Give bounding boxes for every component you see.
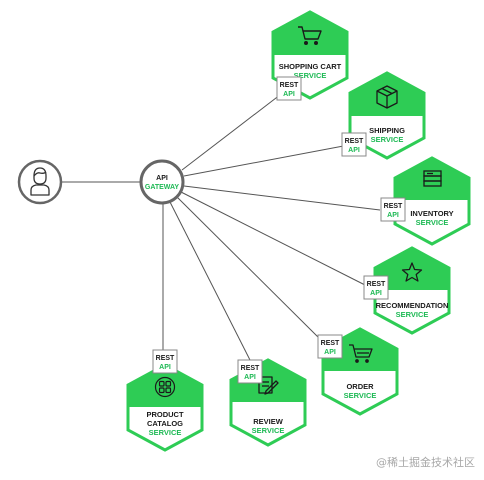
- service-name-line2: CATALOG: [147, 419, 183, 428]
- api-label: API: [244, 374, 256, 381]
- api-label: API: [283, 91, 295, 98]
- order-cart-icon: [349, 344, 373, 363]
- service-name: REVIEW: [253, 417, 284, 426]
- rest-badge-order: REST API: [317, 334, 343, 359]
- service-label: SERVICE: [344, 391, 377, 400]
- service-name: ORDER: [346, 382, 374, 391]
- line-review: [169, 201, 252, 363]
- line-shopping-cart: [181, 87, 290, 171]
- api-gateway-node: API GATEWAY: [139, 159, 185, 205]
- service-label: SERVICE: [294, 71, 327, 80]
- rest-label: REST: [241, 365, 260, 372]
- line-recommendation: [180, 191, 366, 286]
- rest-badge-inventory: REST API: [380, 197, 406, 222]
- rest-label: REST: [384, 203, 403, 210]
- service-label: SERVICE: [252, 426, 285, 435]
- api-label: API: [159, 364, 171, 371]
- line-inventory: [183, 185, 381, 211]
- line-order: [176, 196, 324, 343]
- connection-lines: [61, 87, 381, 363]
- service-label: SERVICE: [416, 218, 449, 227]
- service-shipping: SHIPPING SERVICE: [348, 71, 426, 160]
- service-label: SERVICE: [149, 428, 182, 437]
- rest-badge-review: REST API: [237, 359, 263, 384]
- cart-icon: [298, 26, 322, 46]
- api-label: API: [370, 290, 382, 297]
- api-label: API: [324, 349, 336, 356]
- watermark: @稀土掘金技术社区: [376, 455, 475, 469]
- service-shopping-cart: SHOPPING CART SERVICE: [271, 10, 349, 100]
- review-icon: [258, 376, 279, 395]
- api-label: API: [348, 147, 360, 154]
- service-order: ORDER SERVICE: [321, 327, 399, 416]
- service-name: INVENTORY: [410, 209, 453, 218]
- grid-icon: [154, 376, 176, 398]
- service-name: SHOPPING CART: [279, 62, 342, 71]
- rest-label: REST: [321, 340, 340, 347]
- rest-badge-product-catalog: REST API: [152, 349, 178, 374]
- rest-label: REST: [345, 138, 364, 145]
- rest-label: REST: [280, 82, 299, 89]
- box-icon: [376, 85, 398, 109]
- service-inventory: INVENTORY SERVICE: [393, 156, 471, 246]
- service-label: SERVICE: [371, 135, 404, 144]
- service-label: SERVICE: [396, 310, 429, 319]
- gateway-line1: API: [156, 175, 168, 182]
- user-icon: [30, 167, 50, 196]
- rest-badge-shipping: REST API: [341, 132, 367, 157]
- gateway-line2: GATEWAY: [145, 184, 180, 191]
- service-name-line1: PRODUCT: [146, 410, 184, 419]
- rest-label: REST: [367, 281, 386, 288]
- service-name: SHIPPING: [369, 126, 405, 135]
- service-recommendation: RECOMMENDATION SERVICE: [373, 246, 451, 335]
- star-icon: [401, 262, 423, 282]
- service-name: RECOMMENDATION: [376, 301, 449, 310]
- line-shipping: [183, 143, 355, 177]
- user-node: [17, 159, 63, 205]
- rest-badge-recommendation: REST API: [363, 275, 389, 300]
- service-product-catalog: PRODUCT CATALOG SERVICE: [126, 363, 204, 452]
- stack-icon: [423, 170, 442, 187]
- rest-label: REST: [156, 355, 175, 362]
- rest-badge-shopping-cart: REST API: [276, 76, 302, 101]
- api-label: API: [387, 212, 399, 219]
